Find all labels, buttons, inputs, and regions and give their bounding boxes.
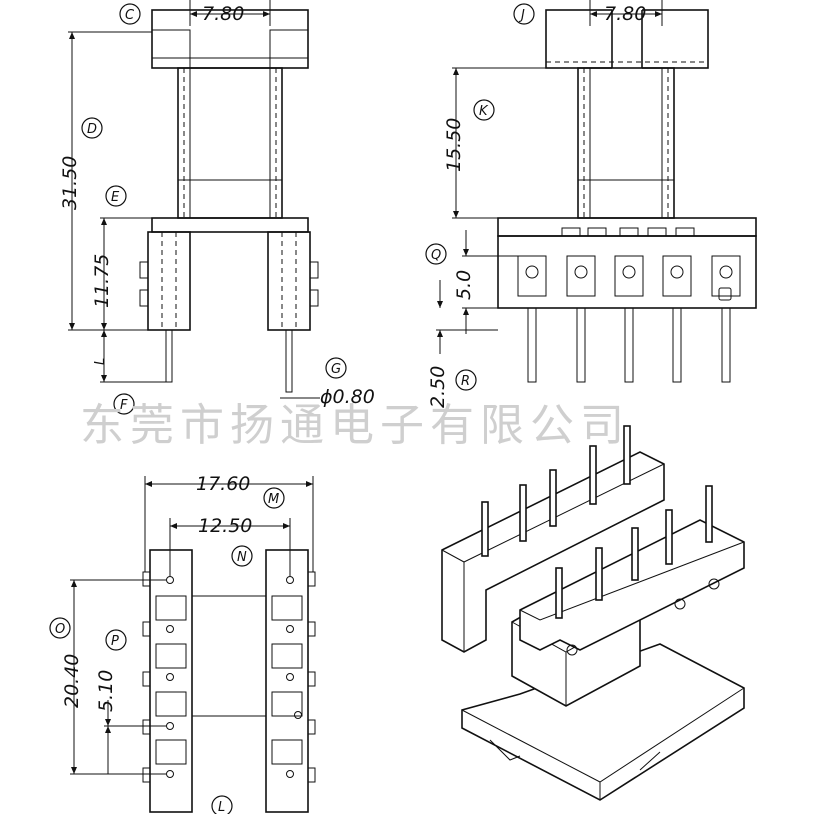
- front-height: 31.50: [59, 156, 81, 210]
- callout-c: C: [125, 8, 135, 23]
- side-top-width: 7.80: [604, 3, 646, 25]
- front-top-width: 7.80: [202, 3, 244, 25]
- callout-f: F: [120, 398, 128, 413]
- side-height: 15.50: [443, 118, 465, 172]
- callout-l-bottom: L: [218, 800, 225, 814]
- callout-j: J: [518, 8, 525, 23]
- front-lower-height: 11.75: [91, 254, 113, 308]
- side-pin-length: 2.50: [427, 366, 449, 408]
- callout-l-front: L: [93, 358, 108, 365]
- callout-o: O: [55, 622, 65, 637]
- side-pin-pitch: 5.0: [453, 270, 475, 300]
- callout-r: R: [461, 374, 470, 389]
- bottom-pitch: 5.10: [95, 670, 117, 712]
- callout-q: Q: [431, 248, 441, 263]
- bottom-inner-width: 12.50: [198, 515, 252, 537]
- isometric-view: [441, 425, 745, 801]
- callout-k: K: [479, 104, 489, 119]
- callout-m: M: [268, 492, 279, 507]
- callout-n: N: [237, 550, 247, 565]
- bottom-overall-width: 17.60: [196, 473, 250, 495]
- side-view: 7.80 15.50 5.0 2.50 J K Q R: [425, 0, 757, 408]
- bottom-length: 20.40: [61, 654, 83, 708]
- bottom-view: 17.60 12.50 20.40 5.10 M N O P L: [49, 473, 316, 814]
- front-pin-diameter: ϕ0.80: [320, 386, 375, 408]
- callout-g: G: [331, 362, 341, 377]
- callout-p: P: [111, 634, 119, 649]
- callout-d: D: [87, 122, 97, 137]
- front-view: 7.80 31.50 11.75 ϕ0.80 C D E F G L: [59, 0, 375, 415]
- watermark: 东莞市扬通电子有限公司: [80, 400, 630, 451]
- callout-e: E: [111, 190, 120, 205]
